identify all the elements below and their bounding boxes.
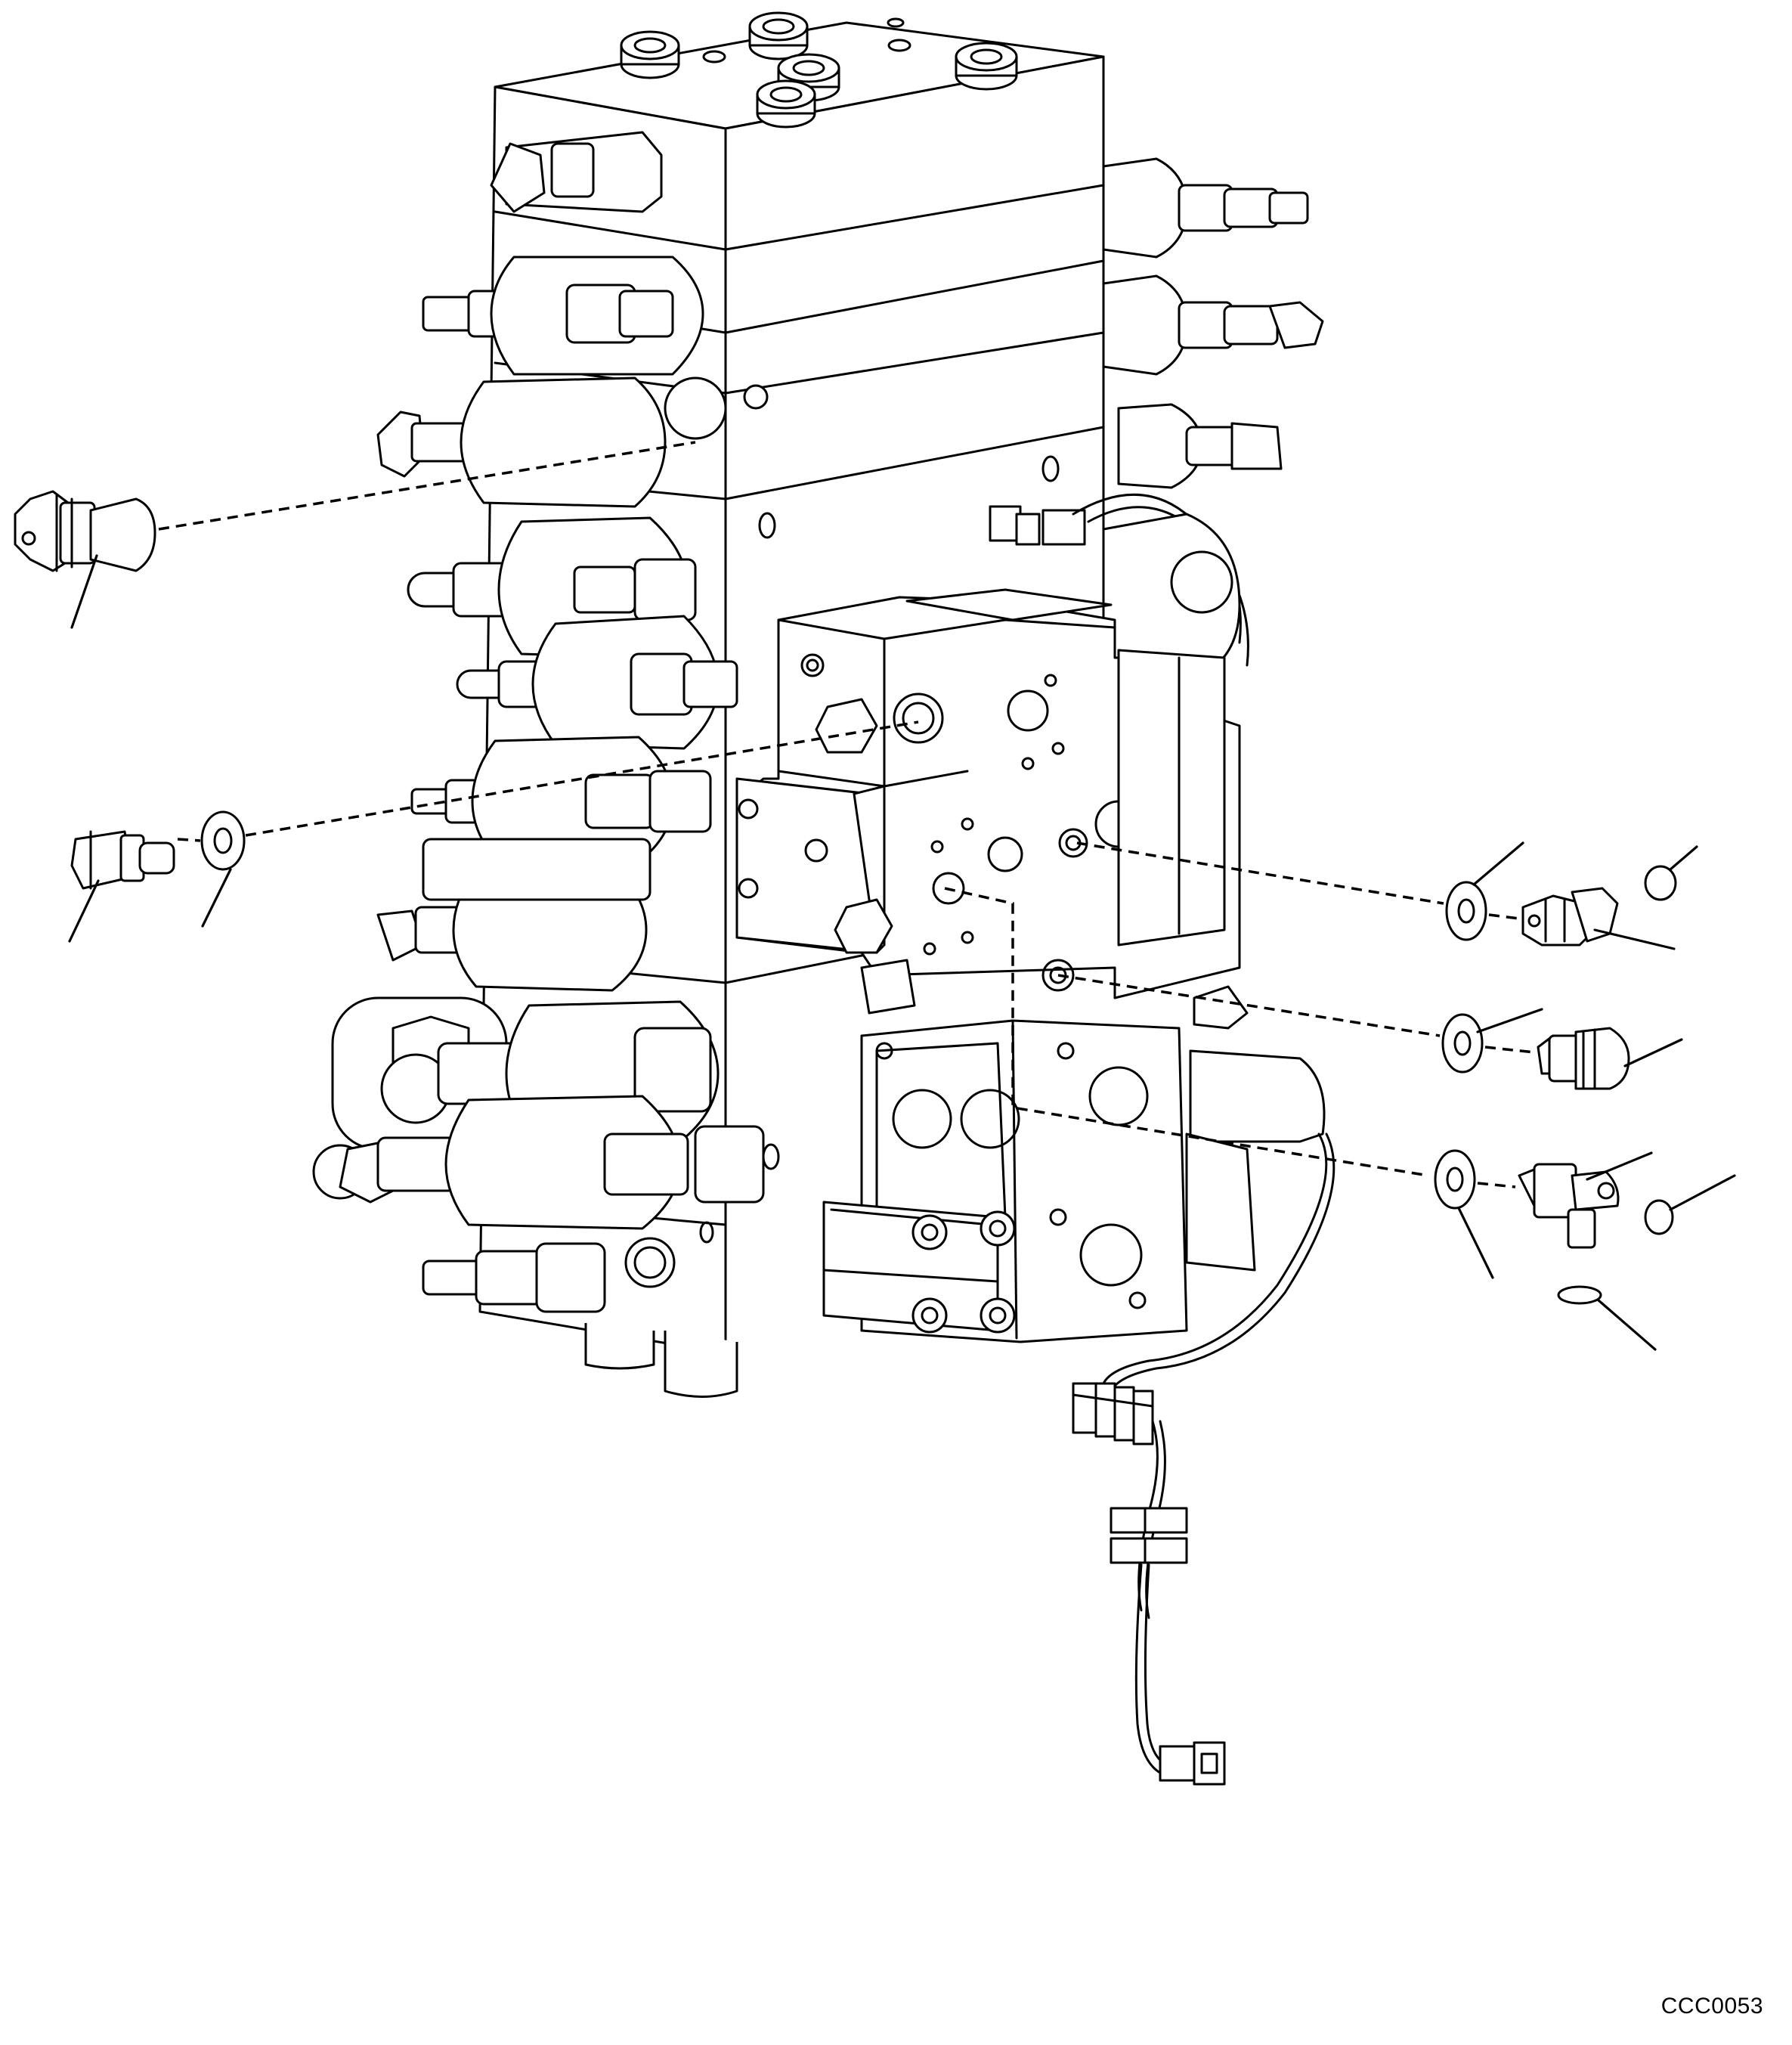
front-manifold-plate — [735, 588, 1241, 1015]
exploded-centerlines — [158, 441, 1535, 1188]
left-side-spools — [312, 131, 769, 1313]
plug-left — [70, 830, 175, 890]
washer-right-3 — [1434, 1149, 1476, 1210]
connector-upper — [1072, 1382, 1154, 1445]
washer-right-2 — [1441, 1013, 1484, 1074]
pressure-sensor-upper-left — [14, 490, 156, 572]
sensor-right-2 — [1537, 1027, 1630, 1090]
washer-right-1 — [1445, 881, 1487, 941]
figure-code: CCC0053 — [1660, 1994, 1763, 2019]
lower-section — [822, 985, 1326, 1343]
washer-left — [200, 810, 246, 871]
elbow-fitting-right-1 — [1521, 887, 1619, 947]
elbow-fitting-right-3 — [1518, 1163, 1620, 1249]
o-ring-right-3 — [1644, 1199, 1674, 1235]
connector-end — [1159, 1741, 1226, 1786]
o-ring-right-1 — [1644, 865, 1677, 901]
leader-lines — [68, 554, 1736, 1351]
top-bolts — [620, 11, 1018, 129]
connector-middle — [1110, 1507, 1188, 1564]
wiring-harness — [1072, 1132, 1335, 1786]
o-ring-bottom — [1557, 1285, 1602, 1305]
